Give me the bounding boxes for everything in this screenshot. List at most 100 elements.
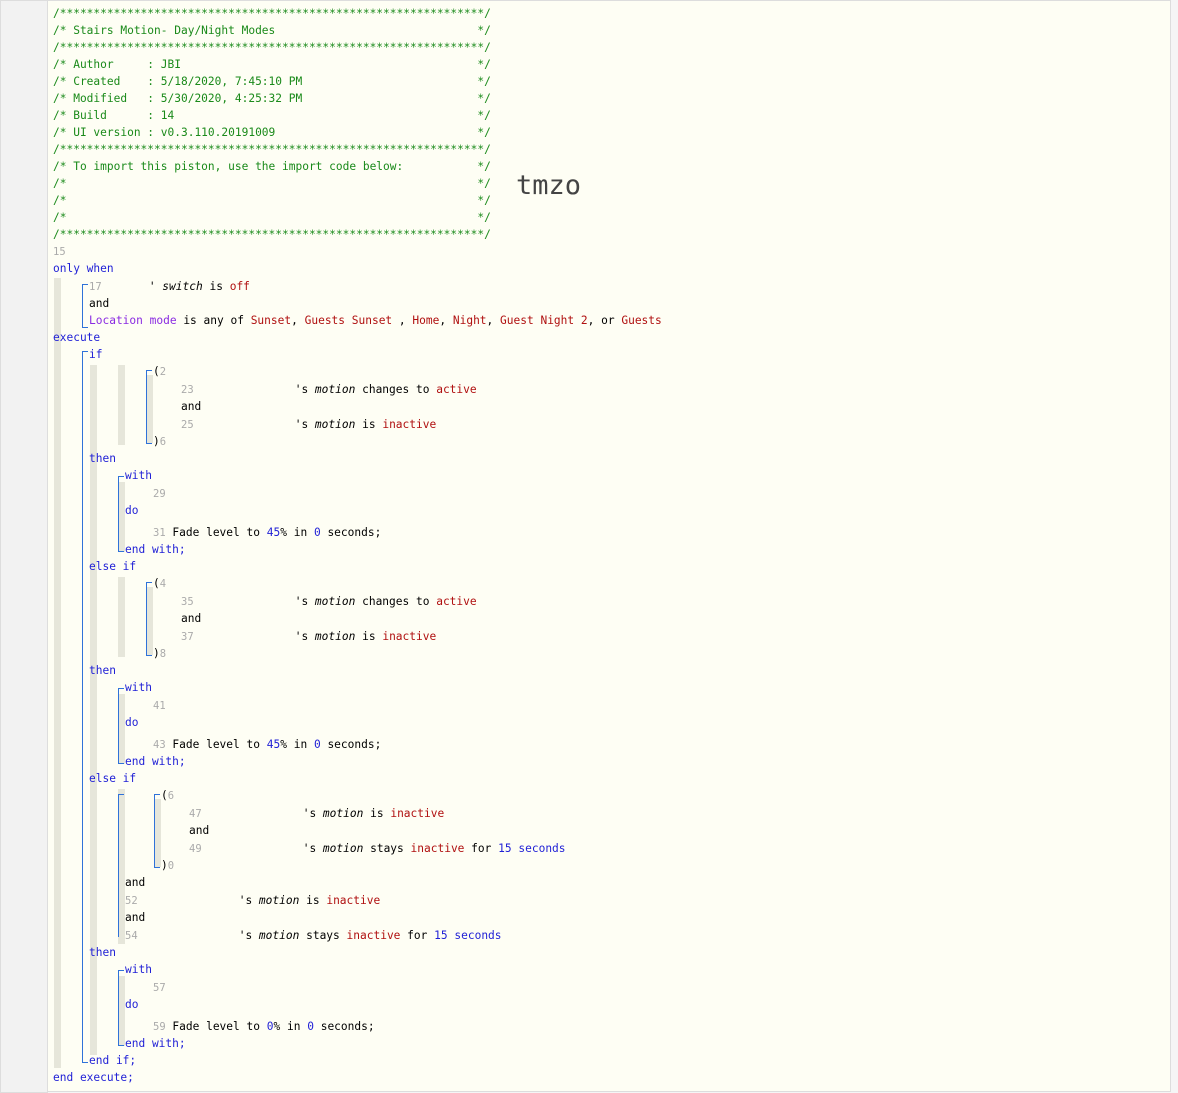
device-possessive: 's (294, 418, 315, 431)
do-line: do (125, 716, 138, 730)
device-line: 57 (153, 981, 166, 995)
operator-changes-to: changes to (362, 383, 430, 396)
group-close-line: )8 (153, 647, 166, 661)
keyword-execute: execute (53, 331, 101, 344)
keyword-with: with (125, 681, 152, 694)
keyword-or: or (601, 314, 615, 327)
keyword-then: then (89, 946, 116, 959)
mode-value: Guests Sunset (304, 314, 399, 327)
duration-value: 15 (434, 929, 448, 942)
line-number: 57 (153, 982, 166, 994)
mode-value: Night (452, 314, 487, 327)
execute-line: execute (53, 331, 100, 345)
value-active: active (436, 383, 477, 396)
line-number: 52 (125, 895, 138, 907)
motion-condition-line: 54 's motion stays inactive for 15 secon… (125, 929, 502, 943)
device-possessive: 's (294, 630, 315, 643)
end-if-line: end if; (89, 1054, 136, 1068)
and-line: and (125, 876, 145, 890)
value-inactive: inactive (382, 630, 437, 643)
group-open-line: (6 (161, 789, 174, 803)
else-if-line: else if (89, 772, 136, 786)
do-line: do (125, 504, 138, 518)
keyword-in: in (293, 526, 308, 539)
device-possessive: 's (302, 842, 323, 855)
if-bracket (82, 351, 88, 1063)
with-bracket (118, 970, 124, 1046)
line-number: 17 (89, 281, 102, 293)
fade-action-line: 31 Fade level to 45% in 0 seconds; (153, 526, 381, 540)
line-number: 59 (153, 1021, 166, 1033)
level-value: 45 (266, 526, 281, 539)
device-possessive: 's (238, 929, 259, 942)
code-panel (47, 0, 1171, 1092)
if-line: if (89, 348, 102, 362)
line-number: 0 (167, 860, 175, 872)
location-mode: Location mode (89, 314, 177, 327)
line-number: 49 (189, 843, 202, 855)
close-paren: ) (161, 859, 168, 872)
line-number: 4 (159, 578, 167, 590)
group-close-line: )6 (153, 435, 166, 449)
unit-seconds: seconds; (320, 1020, 375, 1033)
group-bracket (146, 370, 152, 444)
with-bracket (118, 476, 124, 552)
with-line: with (125, 963, 152, 977)
device-possessive: 's (238, 894, 259, 907)
line-number: 47 (189, 808, 202, 820)
value-inactive: inactive (410, 842, 465, 855)
action-fade-level: Fade level to (172, 738, 260, 751)
block-rail (118, 694, 125, 764)
motion-condition-line: 47 's motion is inactive (189, 807, 444, 821)
motion-condition-line: 23 's motion changes to active (181, 383, 477, 397)
condition-bracket (82, 284, 88, 328)
do-line: do (125, 998, 138, 1012)
group-bracket (154, 794, 160, 868)
value-inactive: inactive (326, 894, 381, 907)
with-bracket (118, 688, 124, 764)
and-line: and (181, 612, 201, 626)
motion-condition-line: 35 's motion changes to active (181, 595, 477, 609)
operator-is: is (209, 280, 223, 293)
comma: , (439, 314, 447, 327)
keyword-do: do (125, 998, 139, 1011)
header-blank-line: /* */ (53, 211, 491, 224)
attribute-motion: motion (314, 630, 356, 643)
line-number: 6 (159, 436, 167, 448)
block-rail (146, 375, 153, 443)
operator-is-any-of: is any of (183, 314, 244, 327)
unit-seconds: seconds; (327, 738, 382, 751)
line-number: 31 (153, 527, 166, 539)
keyword-for: for (407, 929, 428, 942)
line-number: 43 (153, 739, 166, 751)
duration-value: 0 (313, 526, 321, 539)
switch-condition-line: 17 ' switch is off (89, 280, 250, 294)
line-number: 2 (159, 366, 167, 378)
keyword-and: and (125, 876, 146, 889)
end-with-line: end with; (125, 1037, 186, 1051)
block-rail (154, 799, 161, 867)
keyword-end-with: end with; (125, 1037, 186, 1050)
header-build: /* Build : 14 */ (53, 109, 491, 122)
block-rail (118, 365, 125, 445)
operator-is: is (370, 807, 384, 820)
block-rail (118, 789, 125, 944)
line-number: 23 (181, 384, 194, 396)
keyword-only-when: only when (53, 262, 114, 275)
keyword-end-if: end if; (89, 1054, 137, 1067)
block-rail (118, 577, 125, 657)
block-rail (118, 976, 125, 1046)
operator-changes-to: changes to (362, 595, 430, 608)
keyword-and: and (181, 400, 202, 413)
header-border-bottom: /***************************************… (53, 228, 491, 241)
motion-condition-line: 52 's motion is inactive (125, 894, 380, 908)
group-close-line: )0 (161, 859, 174, 873)
only-when-line: only when (53, 262, 114, 276)
keyword-in: in (286, 1020, 301, 1033)
line-number: 35 (181, 596, 194, 608)
mode-value: Guest Night 2 (500, 314, 588, 327)
value-active: active (436, 595, 477, 608)
comma: , (291, 314, 298, 327)
line-number: 37 (181, 631, 194, 643)
header-border: /***************************************… (53, 41, 491, 54)
